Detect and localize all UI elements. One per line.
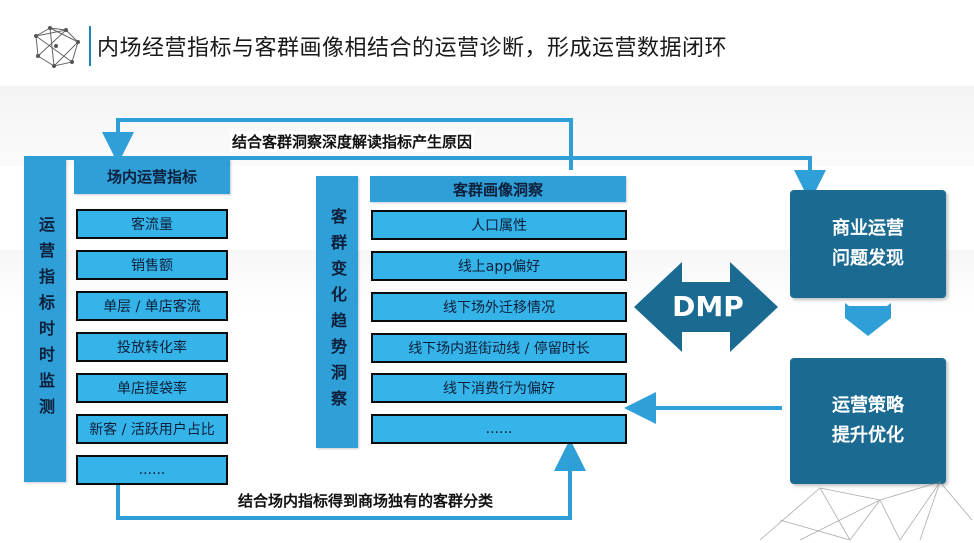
list-item: 单层 / 单店客流 [76,291,228,321]
bottom-feedback-arrow [116,439,586,520]
list-item: 销售额 [76,250,228,280]
strategy-line1: 运营策略 [832,395,904,416]
list-item: 单店提袋率 [76,373,228,403]
business-problem-line1: 商业运营 [832,218,904,239]
left-header: 场内运营指标 [74,159,230,194]
to-business-arrow [24,156,826,202]
list-item: ...... [76,455,228,485]
list-item: 线下场外迁移情况 [371,292,627,322]
top-arrow-label: 结合客群洞察深度解读指标产生原因 [230,131,475,152]
dmp-label: DMP [672,290,744,323]
strategy-line2: 提升优化 [832,425,904,446]
business-problem-line2: 问题发现 [832,248,904,269]
network-logo-icon [34,26,80,68]
page-title: 内场经营指标与客群画像相结合的运营诊断，形成运营数据闭环 [97,36,728,61]
mid-vertical-label: 客群变化趋势洞察 [316,176,358,448]
list-item: 人口属性 [371,210,627,240]
top-feedback-arrow [102,118,573,170]
title-divider [89,26,91,66]
list-item: 线上app偏好 [371,251,627,281]
list-item: 客流量 [76,209,228,239]
business-problem-box: 商业运营 问题发现 [790,190,946,298]
list-item: 投放转化率 [76,332,228,362]
list-item: 线下场内逛街动线 / 停留时长 [371,333,627,363]
left-vertical-text: 运营指标时时监测 [36,216,55,424]
list-item: ...... [371,414,627,444]
mid-vertical-text: 客群变化趋势洞察 [328,208,347,416]
list-item: 线下消费行为偏好 [371,373,627,403]
bottom-arrow-label: 结合场内指标得到商场独有的客群分类 [238,492,494,510]
strategy-optimization-box: 运营策略 提升优化 [790,358,946,484]
mid-header: 客群画像洞察 [370,176,626,202]
left-vertical-label: 运营指标时时监测 [24,158,66,482]
title-bar: 内场经营指标与客群画像相结合的运营诊断，形成运营数据闭环 [0,0,974,86]
list-item: 新客 / 活跃用户占比 [76,414,228,444]
